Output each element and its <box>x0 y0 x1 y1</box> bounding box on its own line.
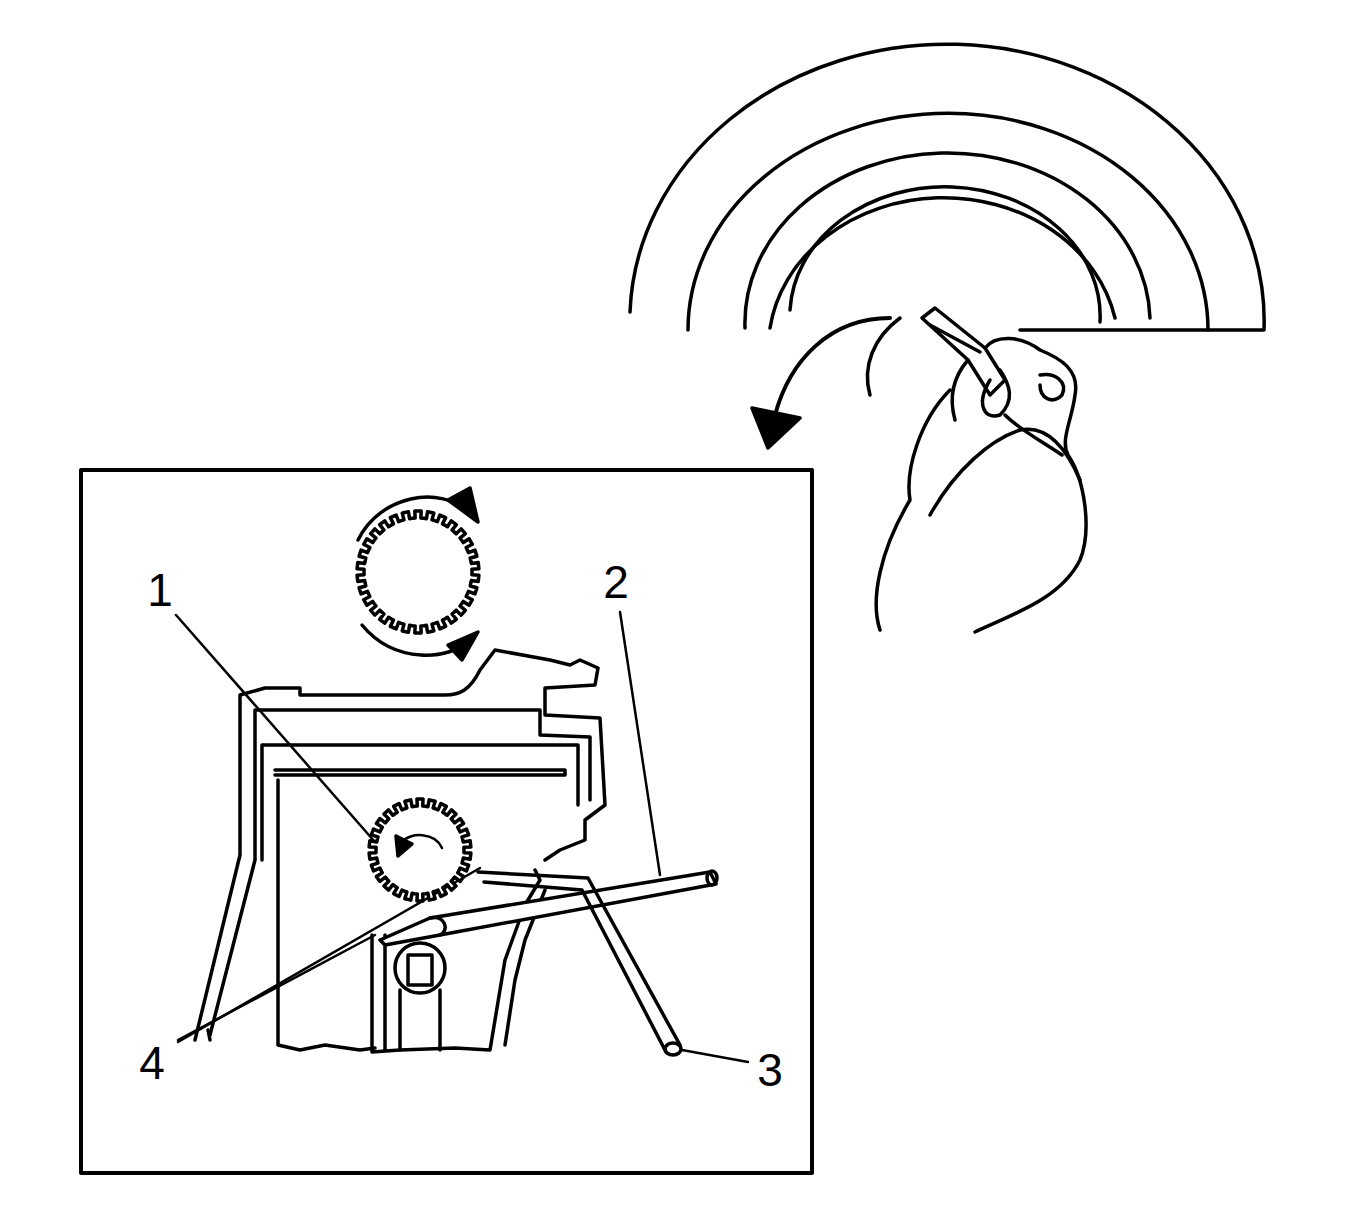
adjuster-spring <box>400 990 440 1050</box>
callout-number: 1 <box>143 565 177 615</box>
adjuster-body <box>383 935 387 1050</box>
adjuster-body <box>208 1030 210 1040</box>
arrow-head <box>448 488 478 522</box>
shoe-web <box>275 770 565 775</box>
hand <box>1005 415 1062 455</box>
leader-line <box>176 615 375 842</box>
adjuster-spring <box>408 955 432 985</box>
arm <box>952 360 968 420</box>
drum-outer-arc <box>630 44 1264 330</box>
drum-arc <box>867 318 900 395</box>
drum-arc <box>790 187 1100 322</box>
tool <box>922 308 1005 395</box>
screwdriver <box>430 918 445 935</box>
wire-tool <box>484 882 666 1052</box>
arm <box>876 390 950 630</box>
arrow-head <box>396 836 412 856</box>
gear-icon <box>357 511 479 633</box>
adjuster-spring <box>395 943 445 993</box>
hand <box>975 338 1086 632</box>
tool <box>930 325 980 352</box>
adjuster-star-wheel <box>369 799 471 901</box>
hand <box>930 429 1080 515</box>
drum-arc <box>770 198 1115 328</box>
arrow-head <box>448 632 478 660</box>
leader-line <box>620 612 660 875</box>
callout-number: 4 <box>135 1038 169 1088</box>
screwdriver <box>707 871 717 885</box>
drum-arc <box>745 153 1150 328</box>
wire-tool <box>665 1043 681 1055</box>
callout-number: 3 <box>753 1045 787 1095</box>
leader-line <box>682 1050 748 1062</box>
direction-arrow <box>775 318 890 415</box>
drum-arc <box>688 113 1208 330</box>
hand <box>983 370 1010 416</box>
shoe-web <box>278 780 375 1050</box>
inset-frame <box>81 470 812 1173</box>
callout-number: 2 <box>599 557 633 607</box>
arrow-head <box>752 408 800 448</box>
backing-plate <box>210 710 590 1035</box>
hand <box>1040 374 1063 399</box>
